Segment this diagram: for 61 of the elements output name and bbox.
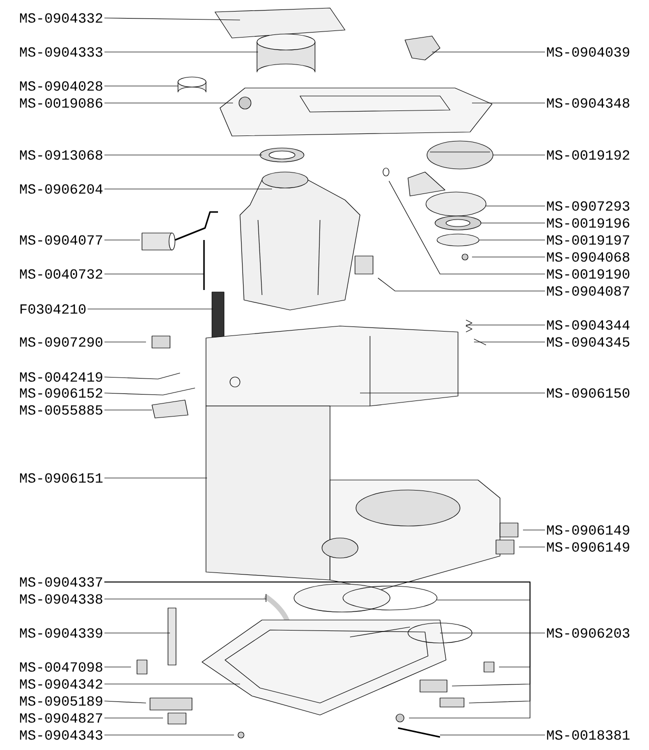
part-number: MS-0907293 [547,201,630,211]
part-number: MS-0904342 [20,679,102,689]
part-number: MS-0905189 [20,696,102,706]
part-number: MS-0055885 [20,405,102,415]
leader-line [472,102,546,104]
part-number: MS-0906149 [547,542,630,552]
part-number: MS-0906149 [547,525,630,535]
part-number: MS-0904333 [20,47,102,57]
part-number: MS-0019190 [547,269,630,279]
leader-line [104,734,234,736]
part-number: MS-0904039 [547,47,630,57]
leader-line [104,102,234,104]
part-number: MS-0904343 [20,730,102,740]
part-number: MS-0913068 [20,150,102,160]
leader-line [104,632,170,634]
leader-line [440,632,546,634]
leader-line [104,700,146,704]
leader-line [360,392,546,394]
leader-line [104,154,262,156]
part-number: MS-0906152 [20,388,102,398]
leader-line [104,18,240,20]
leader-line [466,324,546,326]
leader-line [104,666,132,668]
part-number: MS-0906203 [547,628,630,638]
part-number: MS-0047098 [20,662,102,672]
part-number: MS-0906150 [547,388,630,398]
part-number: MS-0042419 [20,372,102,382]
part-number: MS-0907290 [20,337,102,347]
leader-line [87,308,214,310]
leader-line [388,180,546,274]
part-number: MS-0904332 [20,13,102,23]
part-number: MS-0906151 [20,473,103,483]
part-number: MS-0904339 [20,628,102,638]
part-number: MS-0018381 [547,730,630,740]
part-number: MS-0904348 [547,98,630,108]
leader-line [104,376,158,380]
leader-line [480,222,546,224]
leader-line [104,188,272,190]
part-number: MS-0040732 [20,269,102,279]
part-number: MS-0904337 [20,577,102,587]
leader-line [440,734,546,736]
part-number: MS-0904344 [547,320,630,330]
part-number: MS-0904077 [20,235,102,245]
part-number: MS-0904827 [20,713,102,723]
leader-line [104,598,266,600]
part-number: F0304210 [20,304,86,314]
leader-line [492,154,546,156]
part-number: MS-0906204 [20,184,102,194]
part-number: MS-0904345 [547,337,630,347]
part-number: MS-0904087 [547,286,630,296]
leader-line [472,256,546,258]
part-number: MS-0904068 [547,252,630,262]
part-number: MS-0019197 [547,235,630,245]
leader-line [518,546,546,548]
part-number: MS-0904028 [20,81,102,91]
part-number: MS-0019192 [547,150,630,160]
part-number: MS-0904338 [20,594,102,604]
leader-line [378,278,546,292]
leader-line [104,392,164,396]
part-number: MS-0019086 [20,98,102,108]
part-number: MS-0019196 [547,218,630,228]
